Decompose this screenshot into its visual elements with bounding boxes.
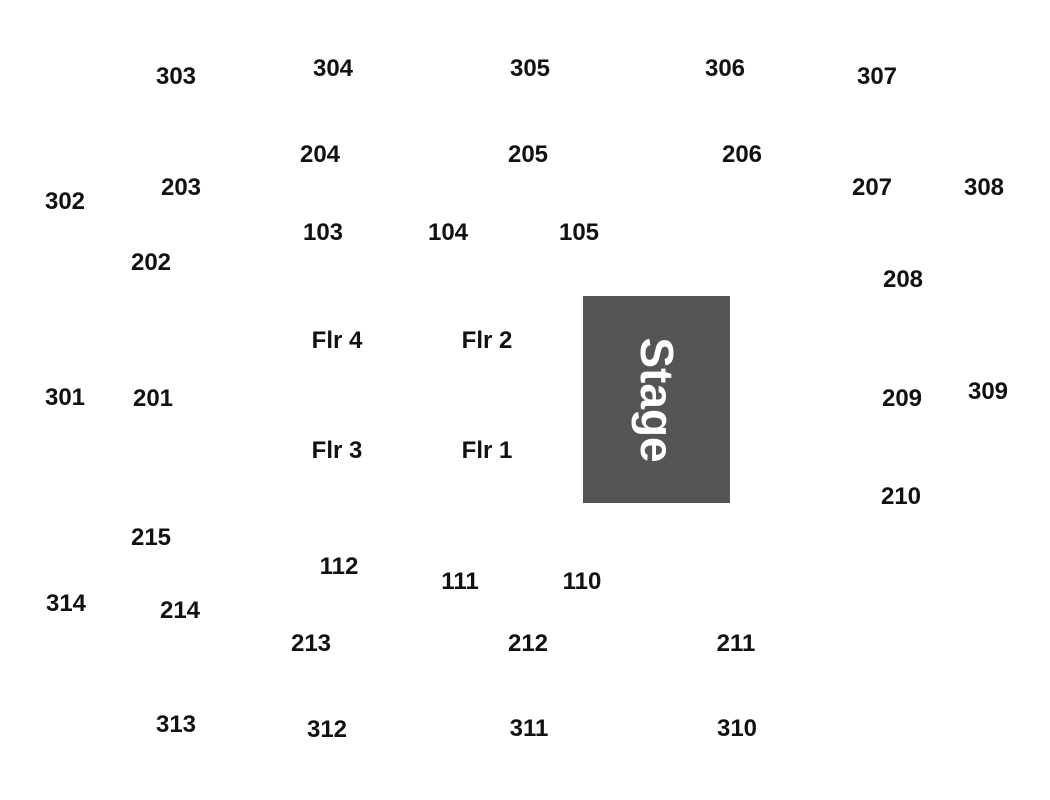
- section-304[interactable]: 304: [312, 55, 354, 82]
- section-309[interactable]: 309: [967, 378, 1009, 405]
- section-205[interactable]: 205: [507, 141, 549, 168]
- stage[interactable]: Stage: [583, 296, 730, 503]
- section-213[interactable]: 213: [290, 630, 332, 657]
- section-flr-2[interactable]: Flr 2: [461, 327, 513, 354]
- section-305[interactable]: 305: [509, 55, 551, 82]
- section-104[interactable]: 104: [427, 219, 469, 246]
- section-203[interactable]: 203: [160, 174, 202, 201]
- section-201[interactable]: 201: [132, 385, 174, 412]
- section-flr-1[interactable]: Flr 1: [461, 437, 513, 464]
- section-311[interactable]: 311: [509, 715, 549, 742]
- section-210[interactable]: 210: [880, 483, 922, 510]
- section-314[interactable]: 314: [45, 590, 87, 617]
- section-214[interactable]: 214: [159, 597, 201, 624]
- section-105[interactable]: 105: [558, 219, 600, 246]
- section-202[interactable]: 202: [130, 249, 172, 276]
- section-110[interactable]: 110: [562, 568, 602, 595]
- section-208[interactable]: 208: [882, 266, 924, 293]
- section-flr-4[interactable]: Flr 4: [311, 327, 363, 354]
- section-302[interactable]: 302: [44, 188, 86, 215]
- section-112[interactable]: 112: [319, 553, 359, 580]
- stage-label: Stage: [630, 336, 683, 463]
- section-215[interactable]: 215: [130, 524, 172, 551]
- section-307[interactable]: 307: [856, 63, 898, 90]
- section-310[interactable]: 310: [716, 715, 758, 742]
- section-flr-3[interactable]: Flr 3: [311, 437, 363, 464]
- section-206[interactable]: 206: [721, 141, 763, 168]
- section-103[interactable]: 103: [302, 219, 344, 246]
- section-211[interactable]: 211: [716, 630, 756, 657]
- section-313[interactable]: 313: [155, 711, 197, 738]
- section-204[interactable]: 204: [299, 141, 341, 168]
- section-212[interactable]: 212: [507, 630, 549, 657]
- section-303[interactable]: 303: [155, 63, 197, 90]
- section-301[interactable]: 301: [44, 384, 86, 411]
- section-207[interactable]: 207: [851, 174, 893, 201]
- section-308[interactable]: 308: [963, 174, 1005, 201]
- section-209[interactable]: 209: [881, 385, 923, 412]
- section-111[interactable]: 111: [441, 568, 479, 595]
- section-312[interactable]: 312: [306, 716, 348, 743]
- section-306[interactable]: 306: [704, 55, 746, 82]
